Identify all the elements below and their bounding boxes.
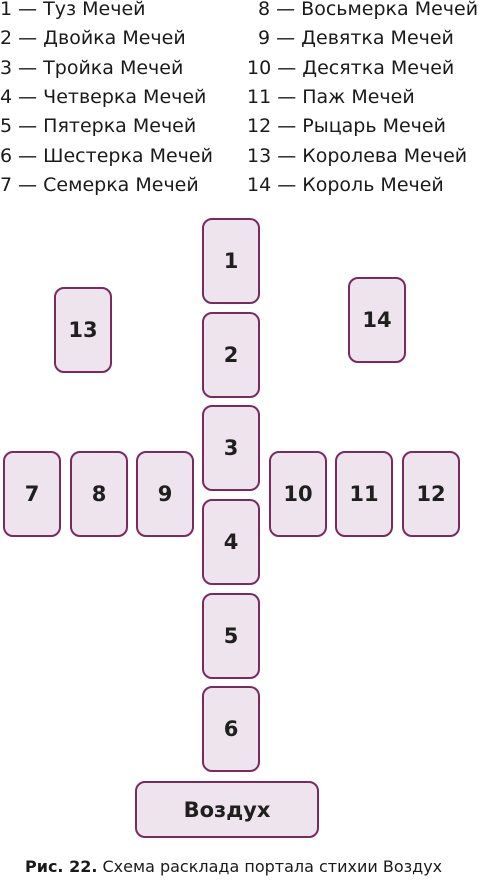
legend-item-9: 9 — Девятка Мечей xyxy=(258,27,454,49)
legend-item-3: 3 — Тройка Мечей xyxy=(0,57,184,79)
figure-caption-text: Схема расклада портала стихии Воздух xyxy=(97,857,443,876)
legend-item-6: 6 — Шестерка Мечей xyxy=(0,145,213,167)
legend-item-14: 14 — Король Мечей xyxy=(247,174,444,196)
card-12: 12 xyxy=(402,451,460,537)
card-5: 5 xyxy=(202,593,260,679)
legend-item-5: 5 — Пятерка Мечей xyxy=(0,115,197,137)
legend-item-11: 11 — Паж Мечей xyxy=(247,86,415,108)
card-2: 2 xyxy=(202,312,260,398)
card-3: 3 xyxy=(202,405,260,491)
legend-item-4: 4 — Четверка Мечей xyxy=(0,86,207,108)
legend-item-12: 12 — Рыцарь Мечей xyxy=(247,115,446,137)
card-6: 6 xyxy=(202,686,260,772)
figure-caption-label: Рис. 22. xyxy=(25,857,98,876)
card-9: 9 xyxy=(136,451,194,537)
card-11: 11 xyxy=(335,451,393,537)
card-8: 8 xyxy=(70,451,128,537)
legend-item-8: 8 — Восьмерка Мечей xyxy=(258,0,479,20)
card-7: 7 xyxy=(3,451,61,537)
card-13: 13 xyxy=(54,287,112,373)
card-10: 10 xyxy=(269,451,327,537)
legend-item-7: 7 — Семерка Мечей xyxy=(0,174,199,196)
card-1: 1 xyxy=(202,218,260,304)
legend-item-10: 10 — Десятка Мечей xyxy=(247,57,455,79)
card-14: 14 xyxy=(348,277,406,363)
legend-item-13: 13 — Королева Мечей xyxy=(247,145,468,167)
legend-item-2: 2 — Двойка Мечей xyxy=(0,27,186,49)
legend-item-1: 1 — Туз Мечей xyxy=(0,0,146,20)
element-air-base: Воздух xyxy=(135,781,319,838)
card-4: 4 xyxy=(202,499,260,585)
figure-caption: Рис. 22. Схема расклада портала стихии В… xyxy=(25,857,442,877)
